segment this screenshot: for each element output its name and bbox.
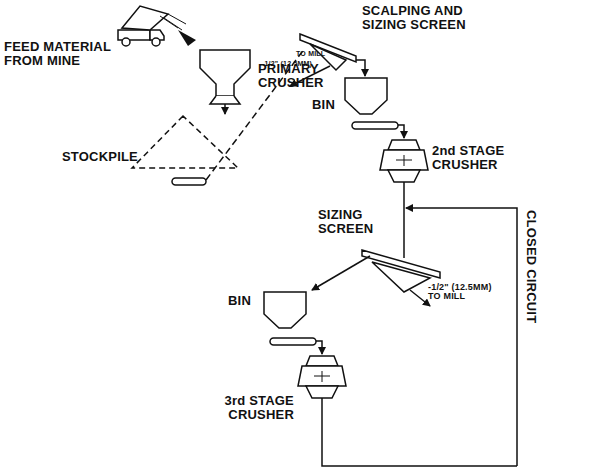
equipment-label: SCALPING AND SIZING SCREEN [362, 4, 472, 31]
dump-truck [118, 6, 196, 46]
surge-bin [345, 78, 387, 114]
return-line [406, 208, 517, 466]
belt-feeder [352, 122, 398, 129]
surge-bin [264, 292, 306, 328]
stockpile-pile [132, 116, 238, 168]
equipment-label: 3rd STAGE CRUSHER [200, 394, 294, 421]
equipment-label: BIN [228, 294, 258, 308]
equipment-label: BIN [312, 98, 342, 112]
product-note: TO MILL [296, 50, 336, 57]
belt-feeder [270, 338, 316, 345]
primary-crusher [200, 50, 250, 114]
product-note: -1/2" (12.5MM) TO MILL [428, 283, 506, 302]
belt-feeder [172, 178, 206, 185]
cone-crusher [380, 140, 428, 182]
circuit-label: CLOSED CIRCUIT [524, 210, 538, 323]
product-note: -1/2" (12.5MM) [262, 60, 332, 67]
equipment-label: STOCKPILE [62, 150, 142, 164]
equipment-label: SIZING SCREEN [318, 208, 388, 235]
sizing-screen [312, 250, 440, 306]
source-label: FEED MATERIAL FROM MINE [4, 40, 122, 67]
equipment-label: 2nd STAGE CRUSHER [432, 144, 522, 171]
cone-crusher [298, 356, 346, 398]
